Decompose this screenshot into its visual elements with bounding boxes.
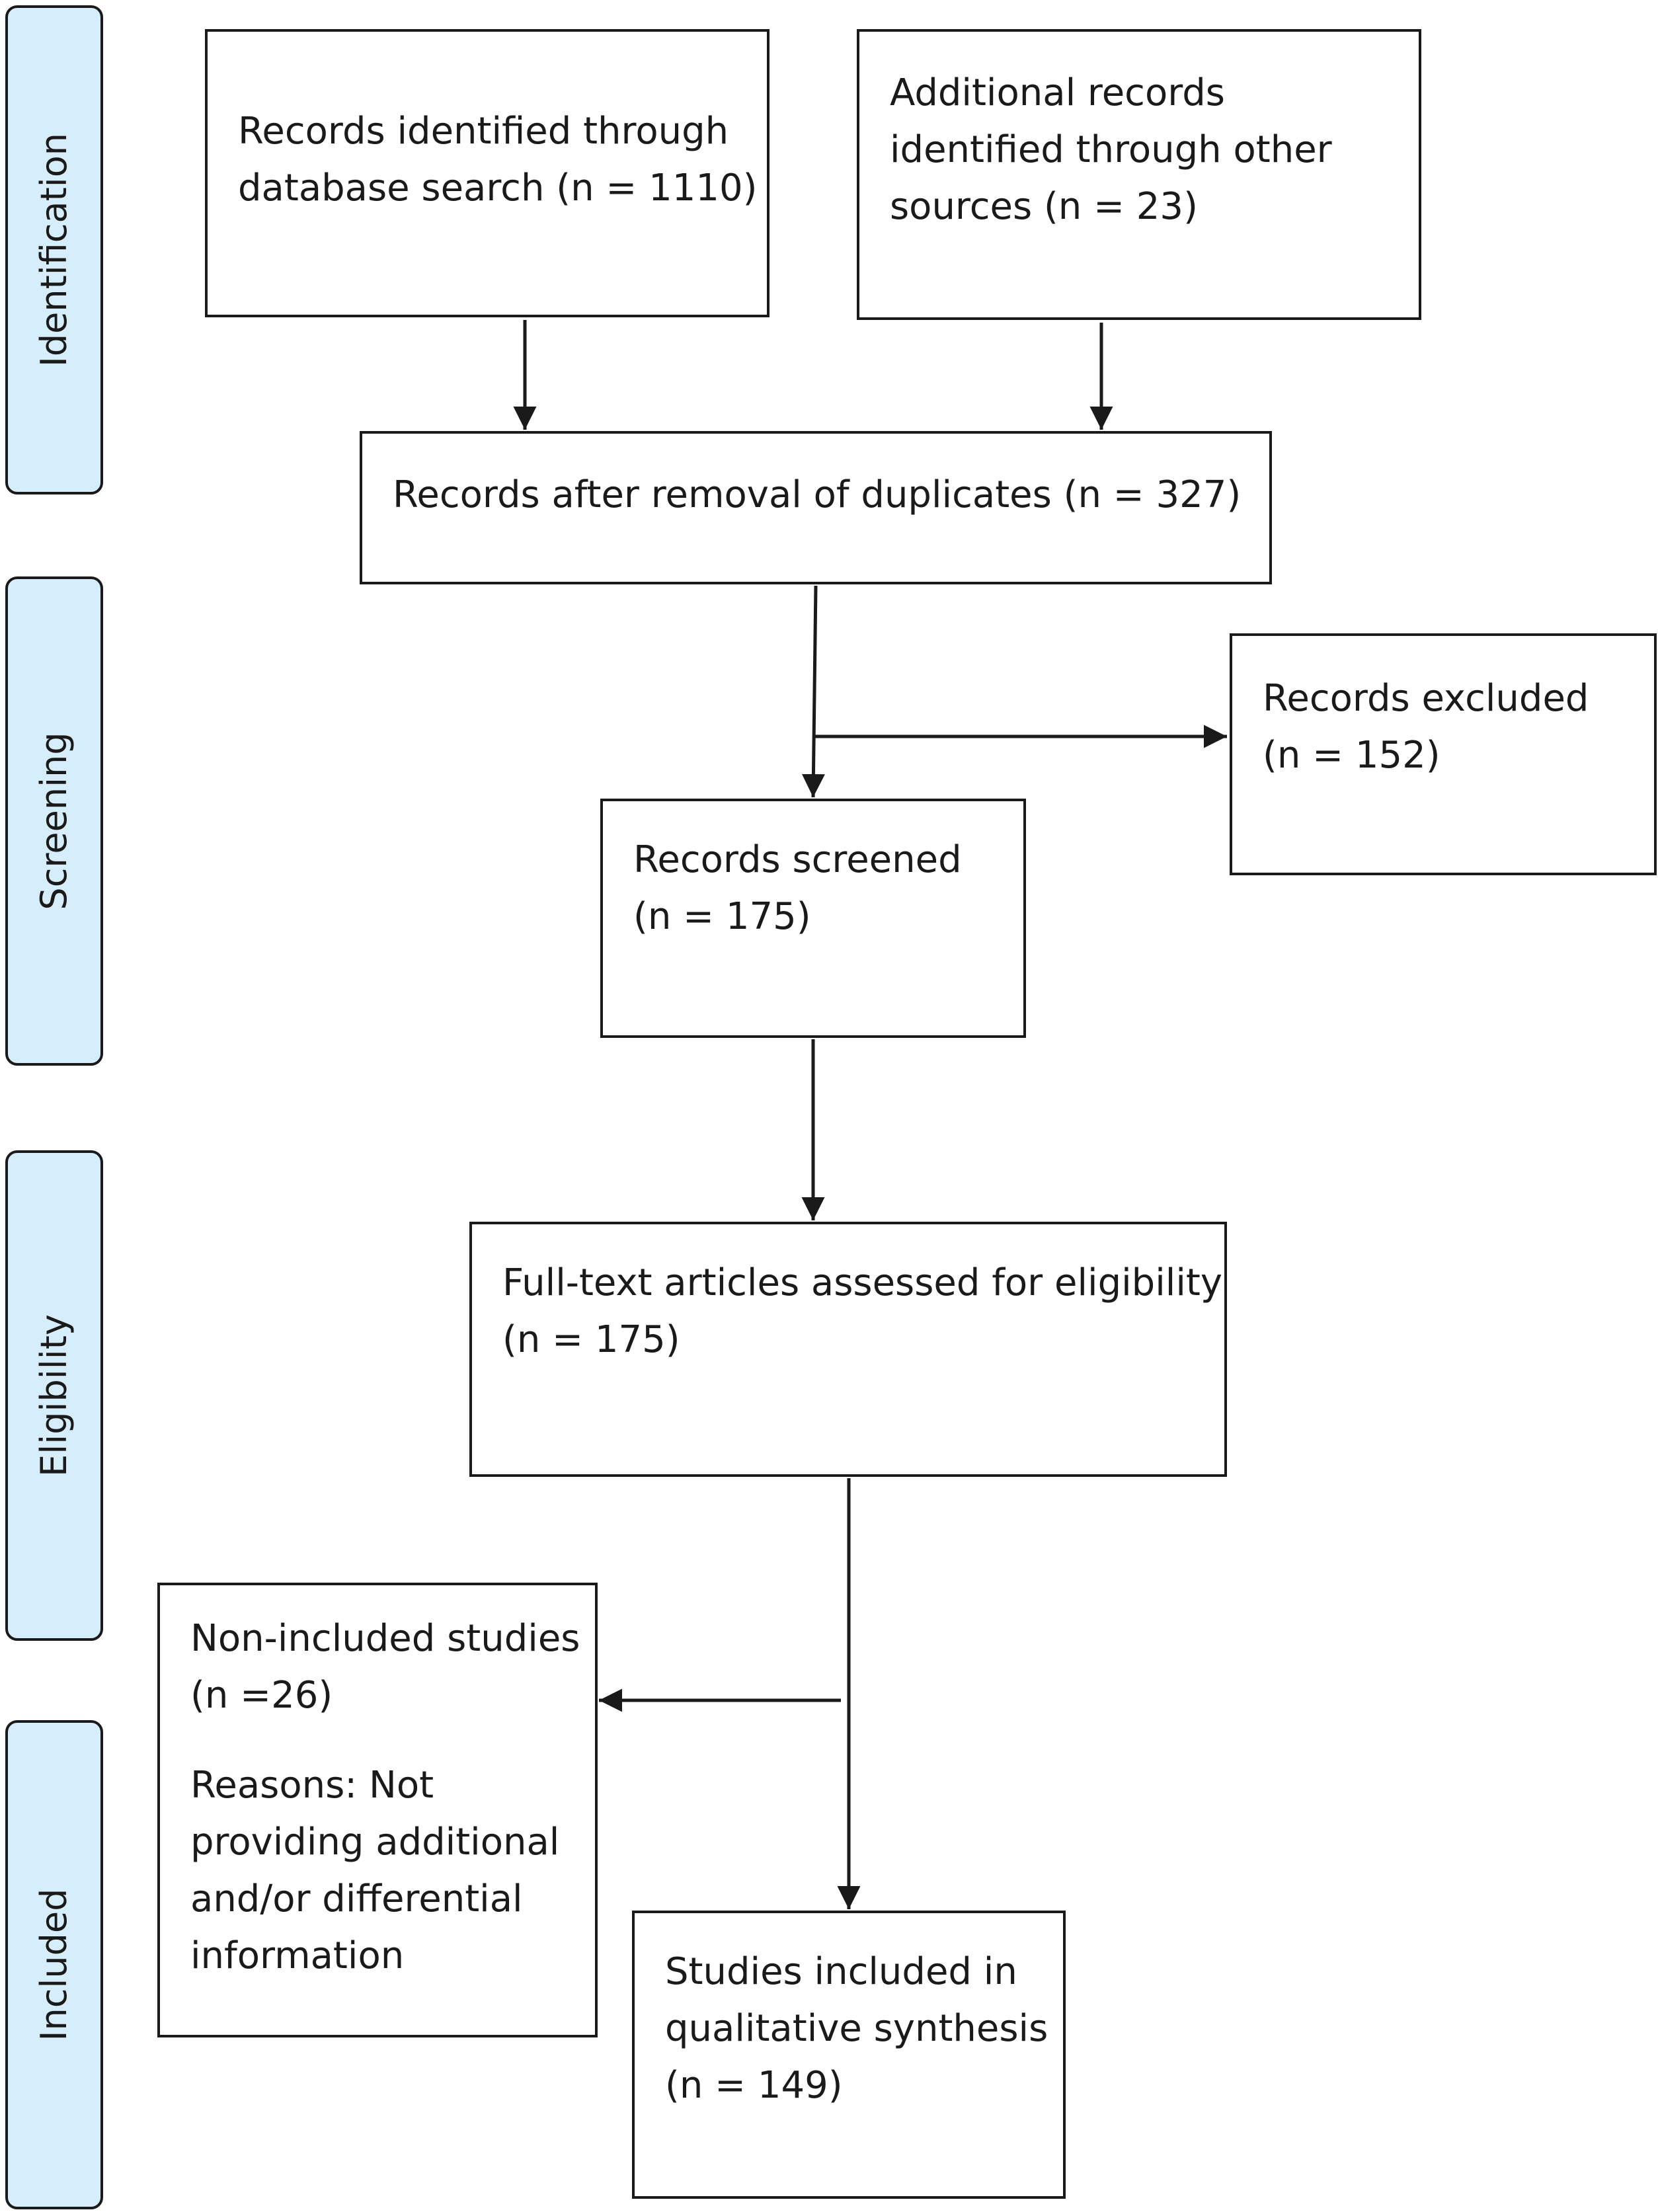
phase-identification: Identification — [5, 5, 103, 494]
other-sources-line-3: sources (n = 23) — [890, 185, 1198, 228]
excluded-line-1: Records excluded — [1263, 677, 1589, 720]
non-included-line-1: Non-included studies — [190, 1617, 580, 1660]
screened-line-2: (n = 175) — [633, 895, 811, 938]
fulltext-line-2: (n = 175) — [502, 1318, 680, 1361]
reasons-line-4: information — [190, 1934, 405, 1977]
box-studies-included: Studies included in qualitative synthesi… — [632, 1911, 1066, 2199]
included-line-1: Studies included in — [665, 1950, 1017, 1993]
box-after-duplicates: Records after removal of duplicates (n =… — [360, 431, 1272, 584]
phase-eligibility: Eligibility — [5, 1150, 103, 1641]
database-search-line-1: Records identified through — [238, 110, 729, 153]
non-included-line-2: (n =26) — [190, 1674, 333, 1717]
phase-screening: Screening — [5, 576, 103, 1066]
phase-included: Included — [5, 1720, 103, 2209]
fulltext-line-1: Full-text articles assessed for eligibil… — [502, 1261, 1222, 1304]
other-sources-line-1: Additional records — [890, 71, 1225, 114]
included-line-2: qualitative synthesis — [665, 2007, 1048, 2050]
screened-line-1: Records screened — [633, 838, 962, 881]
box-fulltext-assessed: Full-text articles assessed for eligibil… — [469, 1222, 1227, 1477]
reasons-line-2: providing additional — [190, 1821, 560, 1864]
excluded-line-2: (n = 152) — [1263, 734, 1441, 777]
box-database-search: Records identified through database sear… — [205, 29, 770, 317]
box-other-sources: Additional records identified through ot… — [857, 29, 1421, 320]
box-records-screened: Records screened (n = 175) — [600, 799, 1026, 1038]
database-search-line-2: database search (n = 1110) — [238, 167, 758, 210]
after-duplicates-line-1: Records after removal of duplicates (n =… — [393, 473, 1242, 516]
box-records-excluded: Records excluded (n = 152) — [1230, 633, 1657, 875]
box-non-included-studies: Non-included studies (n =26) Reasons: No… — [157, 1583, 598, 2037]
arrow-duplicates-to-screened — [801, 585, 825, 798]
reasons-line-3: and/or differential — [190, 1877, 523, 1920]
other-sources-line-2: identified through other — [890, 128, 1332, 171]
reasons-line-1: Reasons: Not — [190, 1764, 434, 1807]
included-line-3: (n = 149) — [665, 2064, 843, 2107]
